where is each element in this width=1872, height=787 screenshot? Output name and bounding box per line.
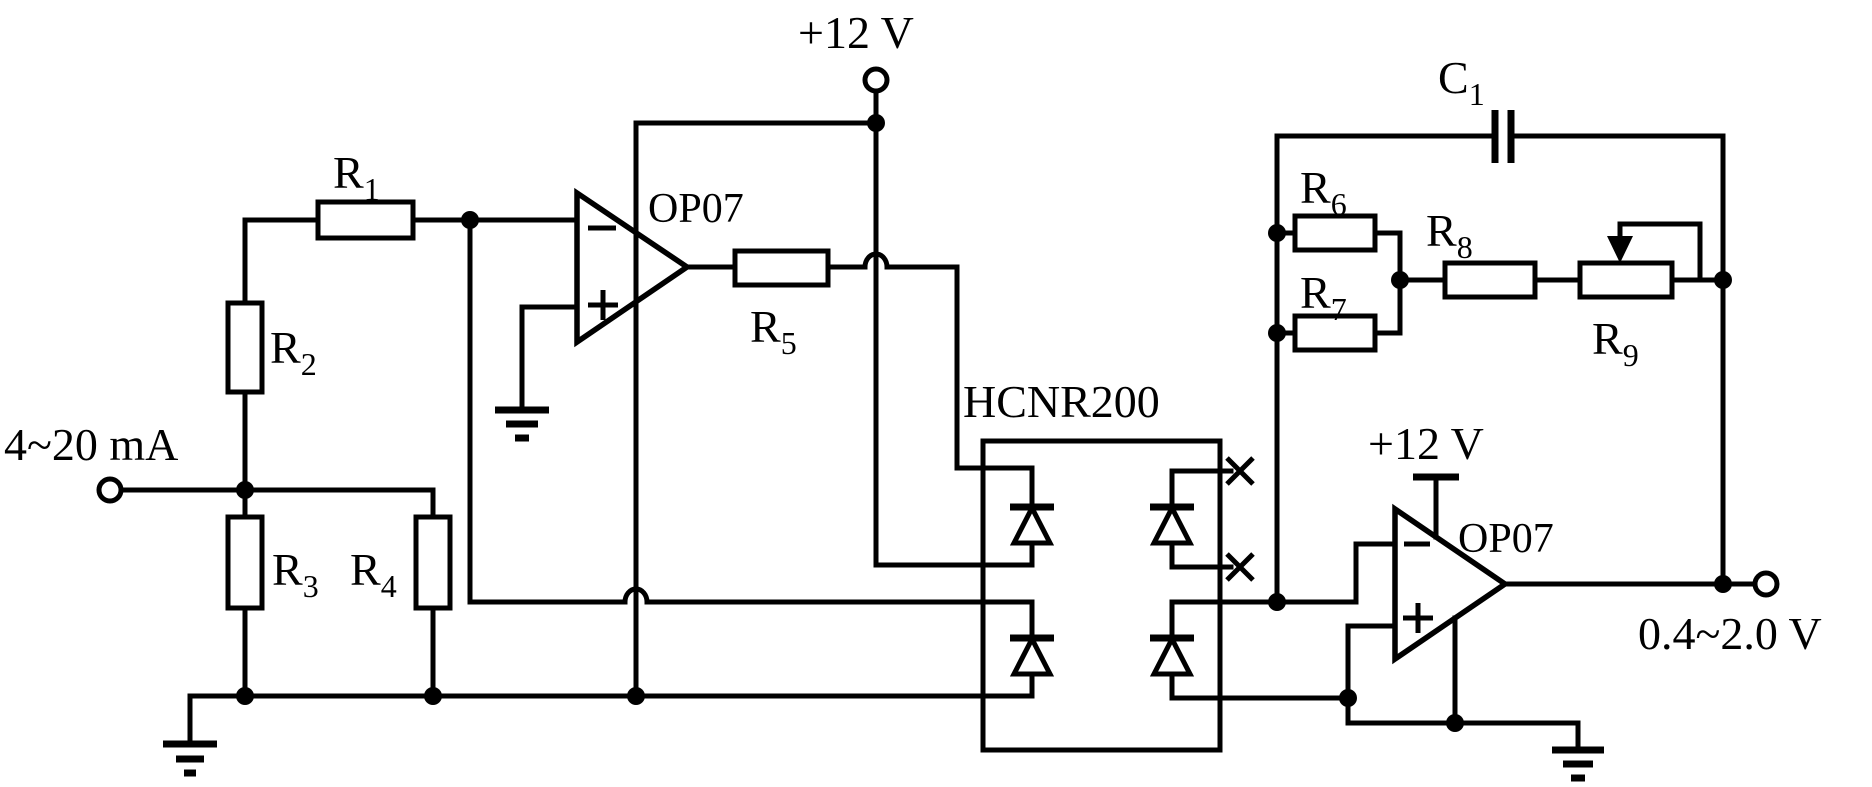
label-r9: R9 [1592, 313, 1639, 373]
input-terminal [96, 476, 124, 504]
label-r4: R4 [350, 544, 397, 604]
input-signal-label: 4~20 mA [4, 419, 178, 470]
output-signal-label: 0.4~2.0 V [1638, 608, 1822, 659]
label-r1: R1 [333, 147, 380, 207]
label-r7: R7 [1300, 267, 1347, 327]
led-icon [1009, 465, 1055, 568]
wire-r1-r2 [242, 217, 580, 493]
label-r5: R5 [750, 301, 797, 361]
resistor-r8 [1442, 260, 1538, 300]
wire-r5-to-led-cathode [825, 251, 1035, 471]
hcnr200-optocoupler [980, 438, 1255, 753]
junction-dots [236, 114, 1732, 732]
wire-c1-loop [1274, 133, 1726, 587]
resistor-r5 [732, 248, 831, 288]
output-terminal [1752, 570, 1780, 598]
supply-label-right: +12 V [1368, 418, 1484, 469]
label-r3: R3 [272, 544, 319, 604]
supply-terminal [862, 66, 890, 94]
label-r6: R6 [1300, 162, 1347, 222]
hcnr200-box [980, 438, 1223, 753]
opamp2-triangle-icon [1392, 503, 1510, 665]
label-r8: R8 [1426, 205, 1473, 265]
resistor-r4 [413, 514, 453, 611]
capacitor-c1-icon [1491, 110, 1515, 163]
resistor-r6 [1292, 213, 1378, 253]
label-c1: C1 [1438, 52, 1485, 112]
photodiode-pd2-icon [1149, 599, 1195, 701]
opamp1-label: OP07 [648, 186, 744, 232]
wire-opamp2-inverting [1274, 541, 1398, 605]
opamp1-noninverting-wire [519, 304, 580, 413]
ground-icon [163, 740, 217, 777]
wire-pd1-feedback [467, 586, 1035, 605]
opamp2-label: OP07 [1458, 516, 1554, 562]
wire-supply-to-led-anode [873, 88, 1035, 568]
opamp1-symbol [495, 120, 692, 699]
opamp1-noninverting-input-icon [588, 290, 618, 320]
resistor-r7 [1292, 313, 1378, 353]
opamp1-triangle-icon [574, 187, 692, 348]
no-connect-x-icon [1225, 456, 1255, 486]
opamp2-ground-icon [1552, 746, 1604, 782]
supply-label-left: +12 V [798, 7, 914, 58]
wires-output-section [1169, 110, 1757, 782]
resistor-r1 [315, 199, 416, 241]
opamp2-symbol [1392, 473, 1510, 726]
photodiode-pd1-icon [1009, 599, 1055, 699]
optocoupler-label: HCNR200 [963, 376, 1160, 427]
input-ground [163, 693, 217, 777]
wire-opamp2-noninverting [1345, 623, 1581, 753]
supply-and-led-drive [633, 88, 1035, 568]
resistor-r2 [225, 300, 265, 395]
resistor-r9-potentiometer [1577, 260, 1675, 300]
no-connect-x-icon [1225, 552, 1255, 582]
wire-r4 [242, 487, 436, 699]
label-r2: R2 [270, 322, 317, 382]
potentiometer-wiper-icon [1607, 221, 1703, 283]
resistor-r3 [225, 514, 265, 611]
opamp1-ground-icon [495, 406, 549, 442]
opamp2-noninverting-input-icon [1403, 603, 1433, 633]
photodiode-unused-icon [1149, 456, 1255, 582]
